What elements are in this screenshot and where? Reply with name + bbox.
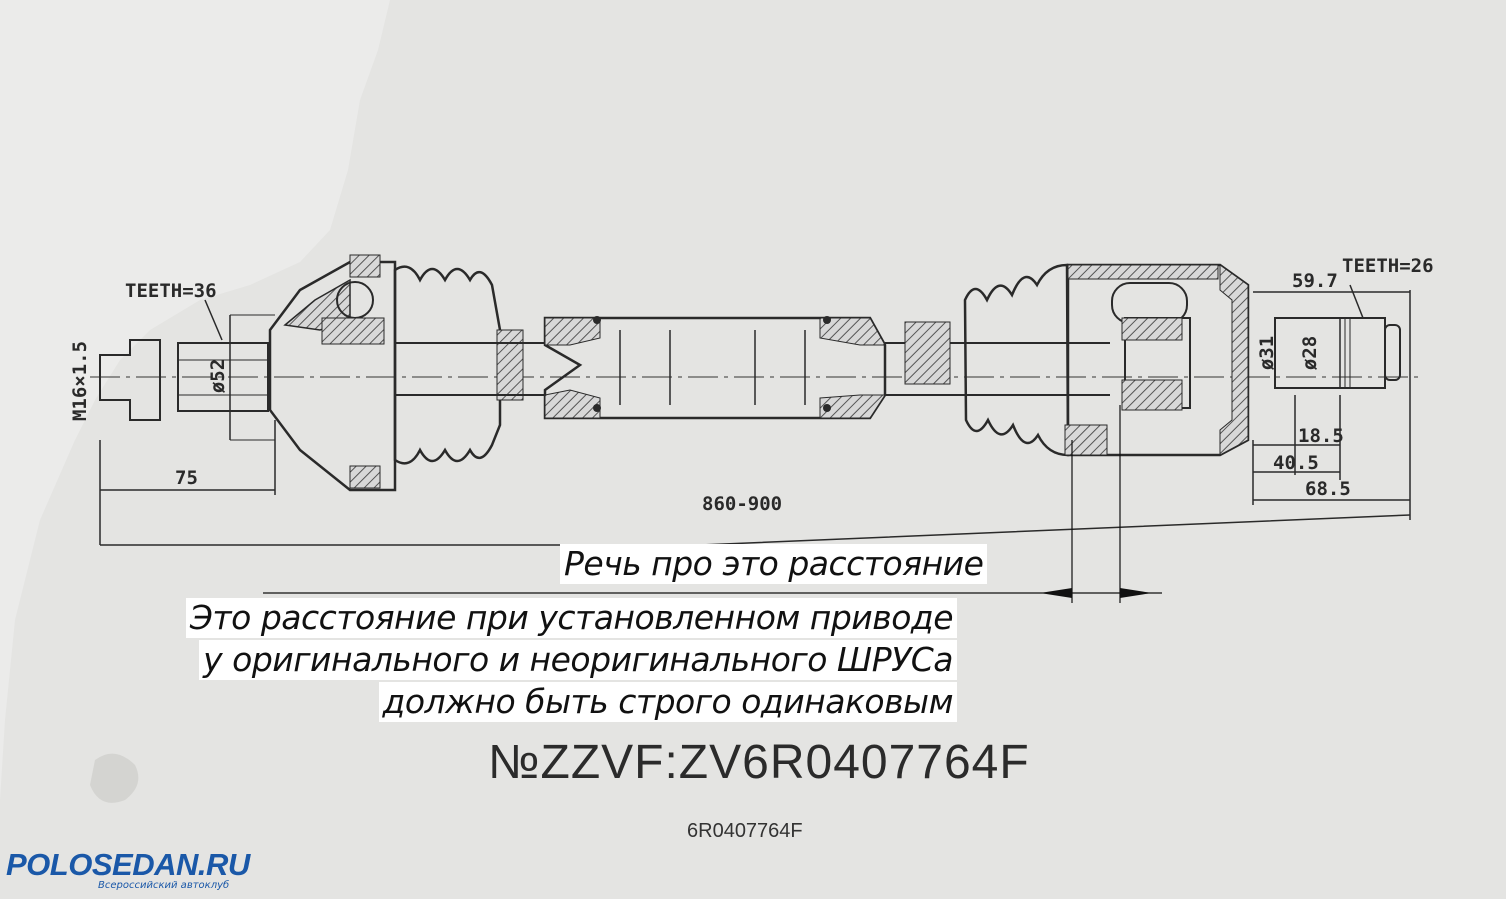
annotation-line-3: должно быть строго одинаковым <box>378 682 957 722</box>
part-code: 6R0407764F <box>687 820 803 842</box>
thread-label: M16×1.5 <box>69 340 91 422</box>
left-spline <box>177 342 269 412</box>
dimension-18-5-label: 18.5 <box>1298 425 1344 447</box>
annotation-line-1: Это расстояние при установленном приводе <box>185 598 957 638</box>
dimension-total-label: 860-900 <box>702 493 783 515</box>
outer-joint-housing <box>268 260 397 492</box>
left-threaded-stub <box>99 339 161 421</box>
annotation-title: Речь про это расстояние <box>560 544 988 584</box>
left-boot <box>393 265 502 465</box>
dimension-59-7-label: 59.7 <box>1292 270 1338 292</box>
stain <box>90 753 139 803</box>
dimension-75-label: 75 <box>175 467 198 489</box>
arrow-right <box>1120 588 1152 598</box>
site-logo: POLOSEDAN.RU Всероссийский автоклуб <box>6 847 250 891</box>
teeth-right-label: TEETH=26 <box>1342 255 1434 277</box>
diameter-28-label: ø28 <box>1299 335 1321 371</box>
diameter-52-label: ø52 <box>207 358 229 394</box>
dimension-68-5-label: 68.5 <box>1305 478 1351 500</box>
logo-name: POLOSEDAN.RU <box>6 847 250 882</box>
part-number: №ZZVF:ZV6R0407764F <box>488 736 1030 789</box>
arrow-left <box>1040 588 1072 598</box>
teeth-left-label: TEETH=36 <box>125 280 217 302</box>
annotation-line-2: у оригинального и неоригинального ШРУСа <box>199 640 957 680</box>
logo-tagline: Всероссийский автоклуб <box>98 880 230 891</box>
dimension-40-5-label: 40.5 <box>1273 452 1319 474</box>
torn-paper-area <box>0 0 390 800</box>
diameter-31-label: ø31 <box>1256 335 1278 371</box>
